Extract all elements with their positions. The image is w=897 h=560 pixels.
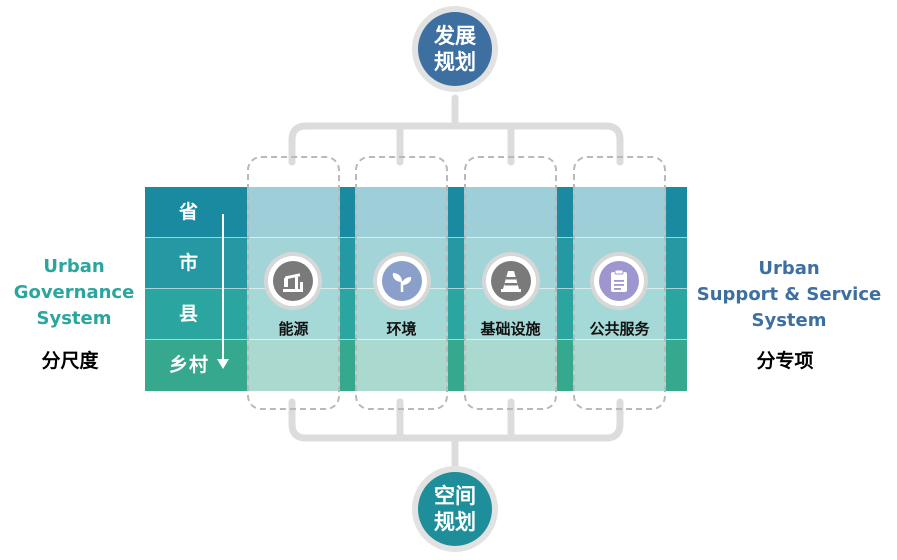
column-label-energy: 能源 — [278, 320, 309, 338]
title-line: System — [36, 308, 112, 329]
support-service-system-title: Urban Support & Service System — [689, 256, 889, 334]
title-line: Support & Service — [696, 284, 882, 305]
column-icon-badge — [594, 256, 644, 306]
column-public-service — [573, 156, 666, 410]
column-icon-badge — [268, 256, 318, 306]
spatial-planning-node: 空间 规划 — [412, 466, 498, 552]
column-label-environment: 环境 — [386, 320, 417, 338]
title-line: System — [751, 310, 827, 331]
level-label-village: 乡村 — [168, 354, 209, 376]
column-label-infrastructure: 基础设施 — [480, 320, 541, 338]
node-text-line2: 规划 — [434, 50, 476, 74]
node-text-line1: 空间 — [434, 484, 476, 508]
traffic-cone-icon — [491, 261, 531, 301]
sprout-icon — [382, 261, 422, 301]
node-text-line2: 规划 — [434, 510, 476, 534]
column-energy — [247, 156, 340, 410]
level-label-province: 省 — [178, 201, 199, 223]
down-arrow-line — [222, 214, 224, 364]
scale-subtitle: 分尺度 — [41, 350, 99, 372]
down-arrow-icon — [217, 359, 229, 369]
development-planning-node: 发展 规划 — [412, 6, 498, 92]
development-planning-circle: 发展 规划 — [418, 12, 492, 86]
clipboard-icon — [599, 261, 639, 301]
node-text-line1: 发展 — [434, 24, 476, 48]
title-line: Urban — [758, 258, 820, 279]
governance-system-title: Urban Governance System — [0, 254, 148, 332]
column-label-public-service: 公共服务 — [589, 320, 650, 338]
oil-pump-icon — [273, 261, 313, 301]
spatial-planning-circle: 空间 规划 — [418, 472, 492, 546]
column-environment — [355, 156, 448, 410]
specialty-subtitle: 分专项 — [756, 350, 814, 372]
column-icon-badge — [377, 256, 427, 306]
level-label-city: 市 — [178, 252, 199, 274]
column-infrastructure — [464, 156, 557, 410]
level-label-county: 县 — [178, 303, 199, 325]
column-icon-badge — [486, 256, 536, 306]
title-line: Urban — [43, 256, 105, 277]
title-line: Governance — [13, 282, 135, 303]
